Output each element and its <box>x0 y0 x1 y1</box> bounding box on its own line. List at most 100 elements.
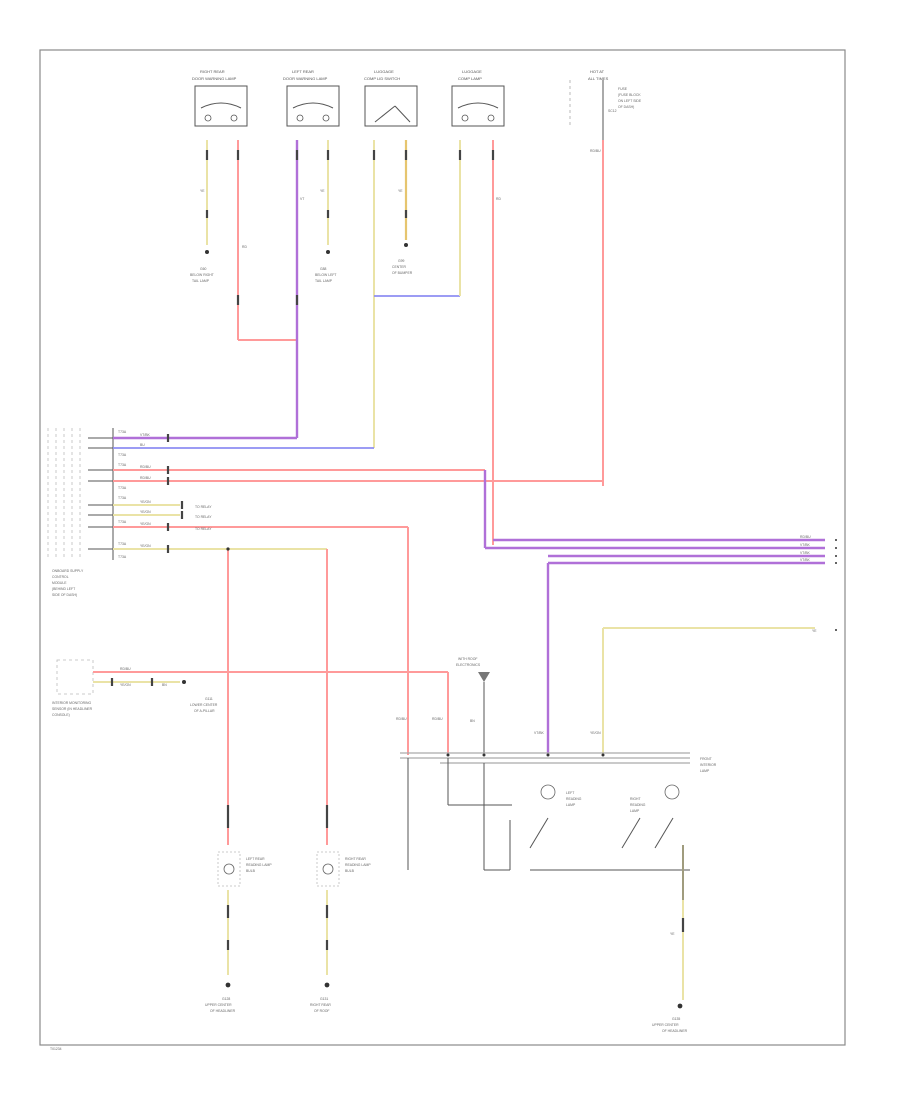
sensor-w1: RD/BU <box>120 667 131 671</box>
svg-text:READING LAMP: READING LAMP <box>246 863 272 867</box>
ground-g5: G128 UPPER CENTER OF HEADLINER <box>205 982 236 1013</box>
pin-m4: T73A <box>118 486 127 490</box>
svg-text:G88: G88 <box>320 267 327 271</box>
svg-text:ELECTRONICS: ELECTRONICS <box>456 663 481 667</box>
right-arrows <box>835 539 837 631</box>
svg-text:OF BUMPER: OF BUMPER <box>392 271 413 275</box>
wire-code-t3: VT <box>300 197 304 201</box>
ground-g6: G131 RIGHT REAR OF ROOF <box>310 982 331 1013</box>
fuse-panel: HOT AT ALL TIMES FUSE (FUSE BLOCK ON LEF… <box>569 69 642 153</box>
svg-text:BELOW LEFT: BELOW LEFT <box>315 273 336 277</box>
svg-text:G135: G135 <box>672 1017 680 1021</box>
svg-text:BULB: BULB <box>345 869 355 873</box>
lr-door-warning-lamp: LEFT REAR DOOR WARNING LAMP <box>283 69 340 127</box>
wire-code-t1: YE <box>200 189 205 193</box>
svg-text:SENSOR (IN HEADLINER: SENSOR (IN HEADLINER <box>52 707 93 711</box>
ground-g1: G60 BELOW RIGHT TAIL LAMP <box>190 250 214 283</box>
svg-text:G131: G131 <box>320 997 328 1001</box>
svg-text:FRONT: FRONT <box>700 757 712 761</box>
wcode-w3: RD/BU <box>140 465 151 469</box>
ground-g7: G135 UPPER CENTER OF HEADLINER <box>652 1003 688 1033</box>
ground-g4: G111 LOWER CENTER OF A-PILLAR <box>182 680 218 713</box>
luggage-comp-switch: LUGGAGE COMP LID SWITCH <box>364 69 418 127</box>
svg-text:CONTROL: CONTROL <box>52 575 69 579</box>
svg-text:G111: G111 <box>205 697 213 701</box>
wire-code-t7: RD <box>496 197 501 201</box>
fi-pin-4: YE/GN <box>590 731 601 735</box>
lr-lamp-label-2: DOOR WARNING LAMP <box>283 76 328 81</box>
splice-with-roof-electronics: WITH ROOF ELECTRONICS <box>456 657 490 755</box>
pin-m2: T73A <box>118 453 127 457</box>
svg-text:BULB: BULB <box>246 869 256 873</box>
svg-text:UPPER CENTER: UPPER CENTER <box>652 1023 679 1027</box>
right-out-2: VT/BK <box>800 543 811 547</box>
wire-code-t4: YE <box>320 189 325 193</box>
fuse-desc-2: (FUSE BLOCK <box>618 93 641 97</box>
lug-switch-label-1: LUGGAGE <box>374 69 394 74</box>
wcode-w4: RD/BU <box>140 476 151 480</box>
fi-pin-2: RD/BU <box>432 717 443 721</box>
sensor-w2: YE/GN <box>120 683 131 687</box>
svg-text:LAMP: LAMP <box>630 809 640 813</box>
wcode-w6: YE/GN <box>140 510 151 514</box>
onboard-supply-control-module: ONBOARD SUPPLY CONTROL MODULE (BEHIND LE… <box>47 428 114 597</box>
g7-wire-code: YE <box>670 932 675 936</box>
lr-lamp-label-1: LEFT REAR <box>292 69 314 74</box>
wcode-w5: YE/GN <box>140 500 151 504</box>
svg-text:UPPER CENTER: UPPER CENTER <box>205 1003 232 1007</box>
fuse-id: SC12 <box>608 109 617 113</box>
ground-g3: G99 CENTER OF BUMPER <box>392 243 413 275</box>
svg-text:READING: READING <box>630 803 646 807</box>
fi-pin-3: VT/BK <box>534 731 545 735</box>
svg-text:G99: G99 <box>398 259 405 263</box>
svg-text:LEFT REAR: LEFT REAR <box>246 857 265 861</box>
svg-text:READING: READING <box>566 797 582 801</box>
right-rear-reading-lamp: RIGHT REAR READING LAMP BULB <box>316 851 371 887</box>
svg-text:LEFT: LEFT <box>566 791 574 795</box>
svg-text:OF HEADLINER: OF HEADLINER <box>662 1029 688 1033</box>
rr-lamp-label-1: RIGHT REAR <box>200 69 225 74</box>
svg-text:(BEHIND LEFT: (BEHIND LEFT <box>52 587 75 591</box>
right-out-1: RD/BU <box>800 535 811 539</box>
ground-g2: G88 BELOW LEFT TAIL LAMP <box>315 250 336 283</box>
pin-m6: T73A <box>118 520 127 524</box>
pin-m3: T73A <box>118 463 127 467</box>
right-out-4: VT/BK <box>800 558 811 562</box>
fi-pin-5: BN <box>470 719 475 723</box>
fuse-hot-2: ALL TIMES <box>588 76 609 81</box>
front-interior-lamp: FRONT INTERIOR LAMP LEFT READING LAMP RI… <box>400 752 717 871</box>
svg-text:RIGHT REAR: RIGHT REAR <box>345 857 366 861</box>
svg-text:OF ROOF: OF ROOF <box>314 1009 329 1013</box>
right-out-3: VT/BK <box>800 551 811 555</box>
fuse-hot-1: HOT AT <box>590 69 605 74</box>
svg-text:RIGHT REAR: RIGHT REAR <box>310 1003 331 1007</box>
wcode-w8: YE/GN <box>140 544 151 548</box>
diagram-frame <box>39 49 846 1046</box>
pin-m1: T73A <box>118 430 127 434</box>
sensor-w3: BN <box>162 683 167 687</box>
svg-text:ONBOARD SUPPLY: ONBOARD SUPPLY <box>52 569 84 573</box>
svg-text:TAIL LAMP: TAIL LAMP <box>315 279 333 283</box>
lug-lamp-label-1: LUGGAGE <box>462 69 482 74</box>
pin-m8: T73A <box>118 555 127 559</box>
svg-text:OF A-PILLAR: OF A-PILLAR <box>194 709 215 713</box>
left-rear-reading-lamp: LEFT REAR READING LAMP BULB <box>217 851 272 887</box>
rr-door-warning-lamp: RIGHT REAR DOOR WARNING LAMP <box>192 69 248 127</box>
svg-text:OF HEADLINER: OF HEADLINER <box>210 1009 236 1013</box>
luggage-comp-lamp: LUGGAGE COMP LAMP <box>451 69 505 127</box>
lug-lamp-label-2: COMP LAMP <box>458 76 482 81</box>
footer-code: T01234 <box>50 1047 62 1051</box>
pin-m7: T73A <box>118 542 127 546</box>
svg-text:TAIL LAMP: TAIL LAMP <box>192 279 210 283</box>
fuse-desc-3: ON LEFT SIDE <box>618 99 642 103</box>
svg-text:G60: G60 <box>200 267 207 271</box>
svg-text:CONSOLE): CONSOLE) <box>52 713 70 717</box>
svg-text:MODULE: MODULE <box>52 581 67 585</box>
ref-relay-3: TO RELAY <box>195 527 212 531</box>
pin-m5: T73A <box>118 496 127 500</box>
svg-text:WITH ROOF: WITH ROOF <box>458 657 477 661</box>
wire-code-t6: YE <box>398 189 403 193</box>
wcode-w1: VT/BK <box>140 433 151 437</box>
fi-pin-1: RD/BU <box>396 717 407 721</box>
